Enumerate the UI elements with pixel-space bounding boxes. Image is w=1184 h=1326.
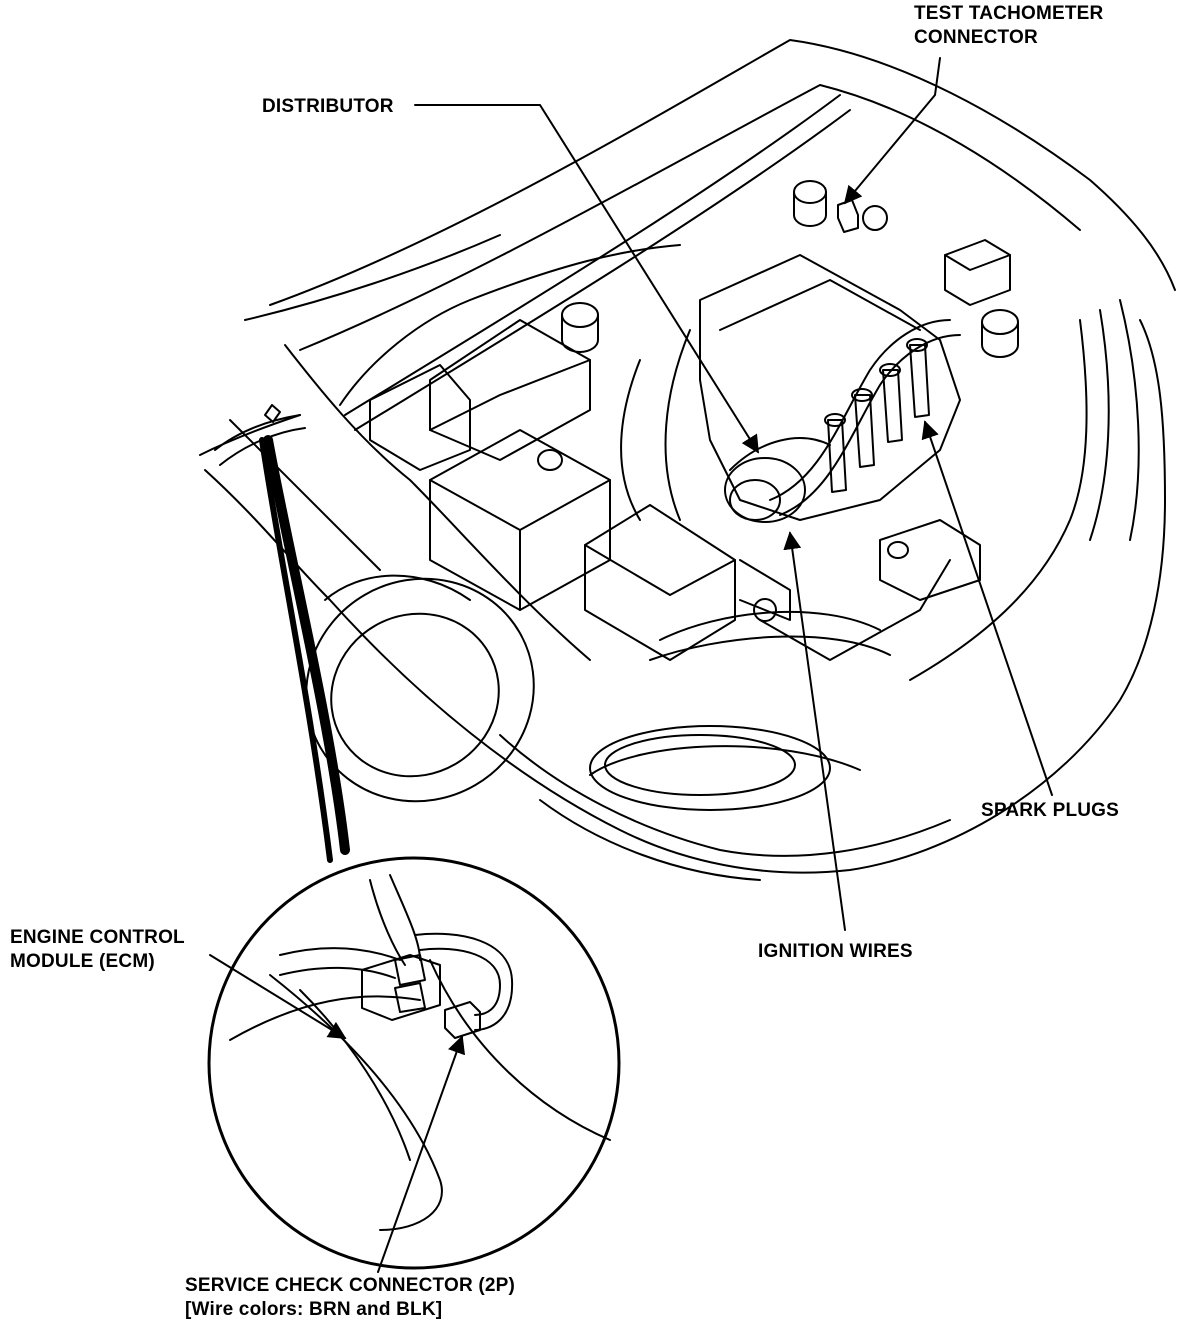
label-engine-control-module: ENGINE CONTROL MODULE (ECM) (10, 926, 185, 974)
label-line: TEST TACHOMETER (914, 3, 1104, 24)
engine-components (369, 180, 1019, 661)
label-line: SERVICE CHECK CONNECTOR (2P) (185, 1275, 516, 1296)
label-line: MODULE (ECM) (10, 951, 155, 972)
headlight-right (589, 725, 861, 811)
detail-circle (207, 856, 621, 1270)
label-service-check-connector: SERVICE CHECK CONNECTOR (2P) [Wire color… (185, 1274, 515, 1322)
car-body (199, 39, 1176, 881)
headlight-left (305, 574, 535, 803)
leader-lines (209, 57, 1053, 1273)
tachometer-connector-shape (837, 199, 859, 233)
harness-lead (214, 404, 350, 863)
label-ignition-wires: IGNITION WIRES (758, 941, 913, 962)
label-test-tachometer-connector: TEST TACHOMETER CONNECTOR (914, 2, 1103, 50)
label-distributor: DISTRIBUTOR (262, 96, 394, 117)
label-line: [Wire colors: BRN and BLK] (185, 1299, 443, 1320)
label-line: CONNECTOR (914, 27, 1038, 48)
label-line: ENGINE CONTROL (10, 927, 185, 948)
label-spark-plugs: SPARK PLUGS (981, 800, 1120, 821)
spark-plug-boots (824, 338, 930, 493)
